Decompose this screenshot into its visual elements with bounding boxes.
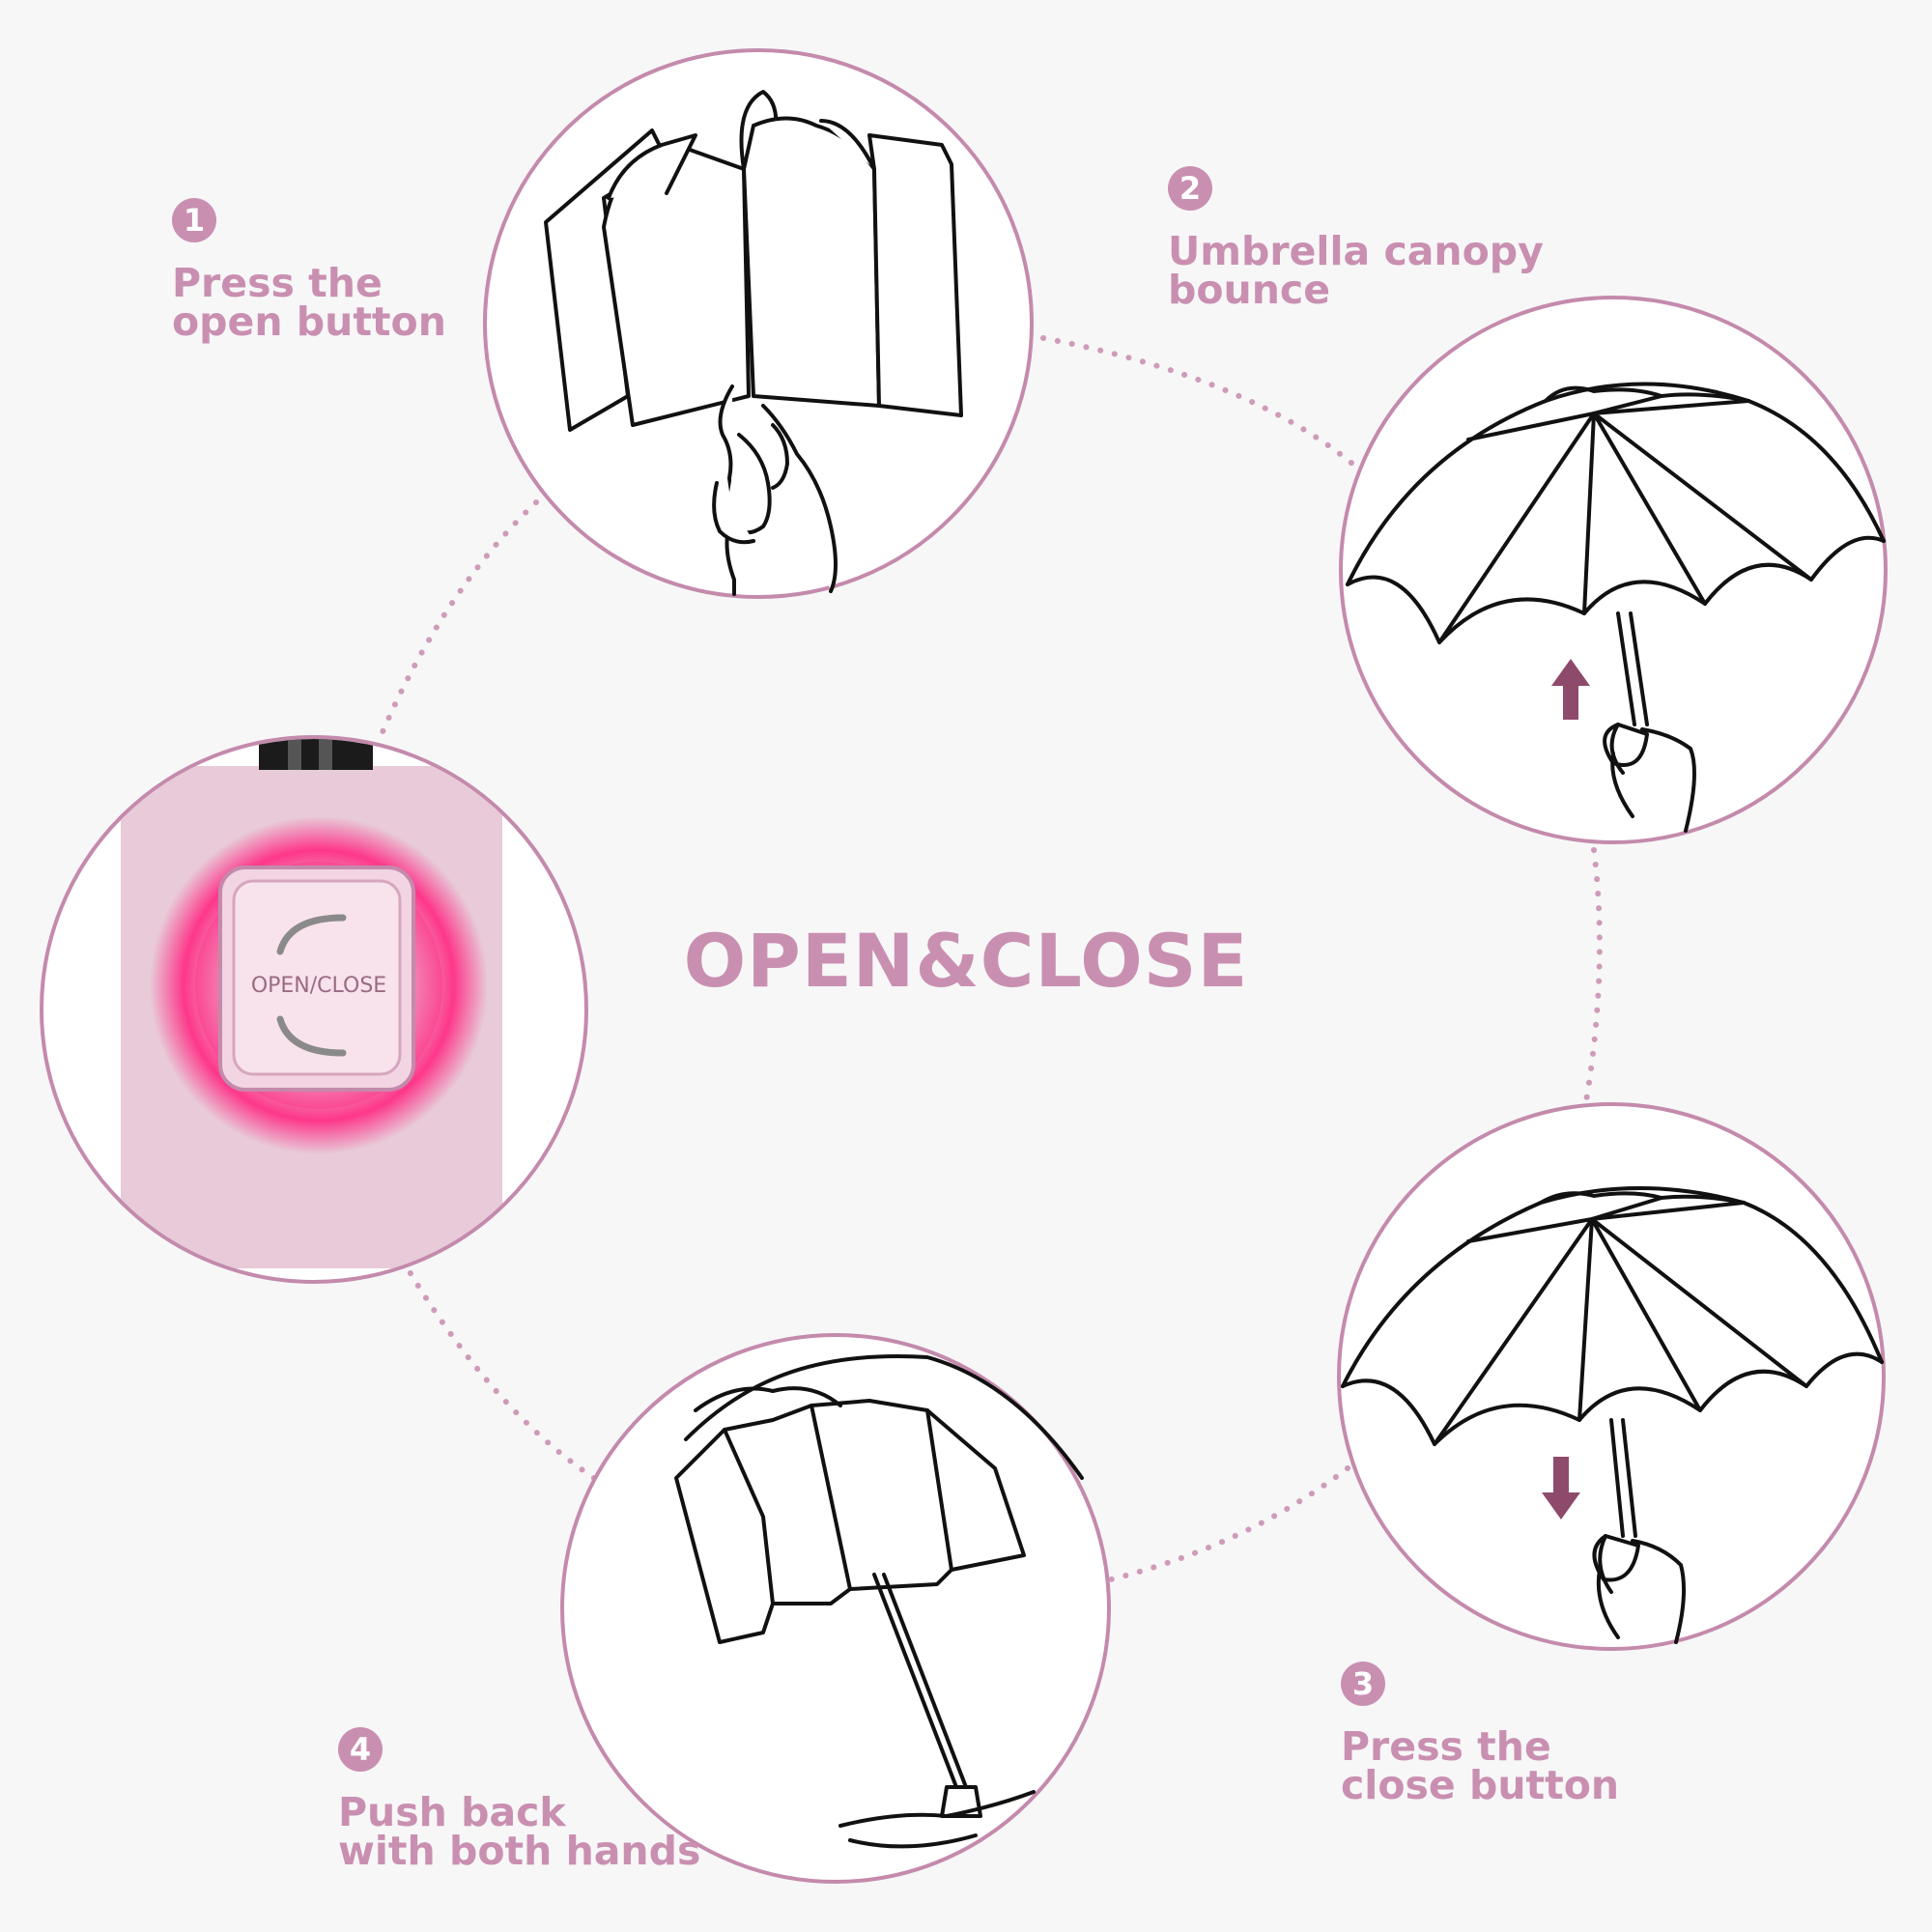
step-1-line-2: open button	[172, 298, 446, 345]
step-3-number: 3	[1341, 1662, 1385, 1706]
folded-umbrella-hand-icon	[483, 48, 1034, 599]
step-1: 1 Press the open button	[172, 198, 446, 345]
step-4: 4 Push back with both hands	[338, 1727, 701, 1874]
connector-bottom-left	[403, 1263, 597, 1481]
step-3-line-2: close button	[1341, 1762, 1620, 1808]
step-4-line-2: with both hands	[338, 1828, 701, 1874]
step-2: 2 Umbrella canopy bounce	[1168, 166, 1544, 313]
button-label: OPEN/CLOSE	[251, 974, 386, 998]
open-umbrella-arrow-up-icon	[1339, 296, 1888, 844]
connector-bottom-right	[1108, 1465, 1350, 1582]
step-2-number: 2	[1168, 166, 1212, 211]
connector-top-left	[379, 499, 539, 737]
step-1-line-1: Press the	[172, 260, 383, 306]
step-4-line-1: Push back	[338, 1789, 566, 1835]
step-4-number: 4	[338, 1727, 383, 1772]
step-3: 3 Press the close button	[1341, 1662, 1620, 1808]
connector-top-right	[1040, 335, 1355, 467]
closing-umbrella-two-hands-icon	[560, 1333, 1111, 1884]
step-2-line-2: bounce	[1168, 267, 1331, 313]
step-2-line-1: Umbrella canopy	[1168, 228, 1544, 274]
open-close-button-icon: OPEN/CLOSE	[40, 735, 588, 1284]
dotted-connectors	[379, 335, 1603, 1582]
page-title: OPEN&CLOSE	[683, 918, 1249, 1004]
open-umbrella-arrow-down-icon	[1337, 1102, 1886, 1651]
connector-right	[1583, 847, 1603, 1104]
step-3-line-1: Press the	[1341, 1723, 1551, 1770]
step-1-number: 1	[172, 198, 216, 242]
